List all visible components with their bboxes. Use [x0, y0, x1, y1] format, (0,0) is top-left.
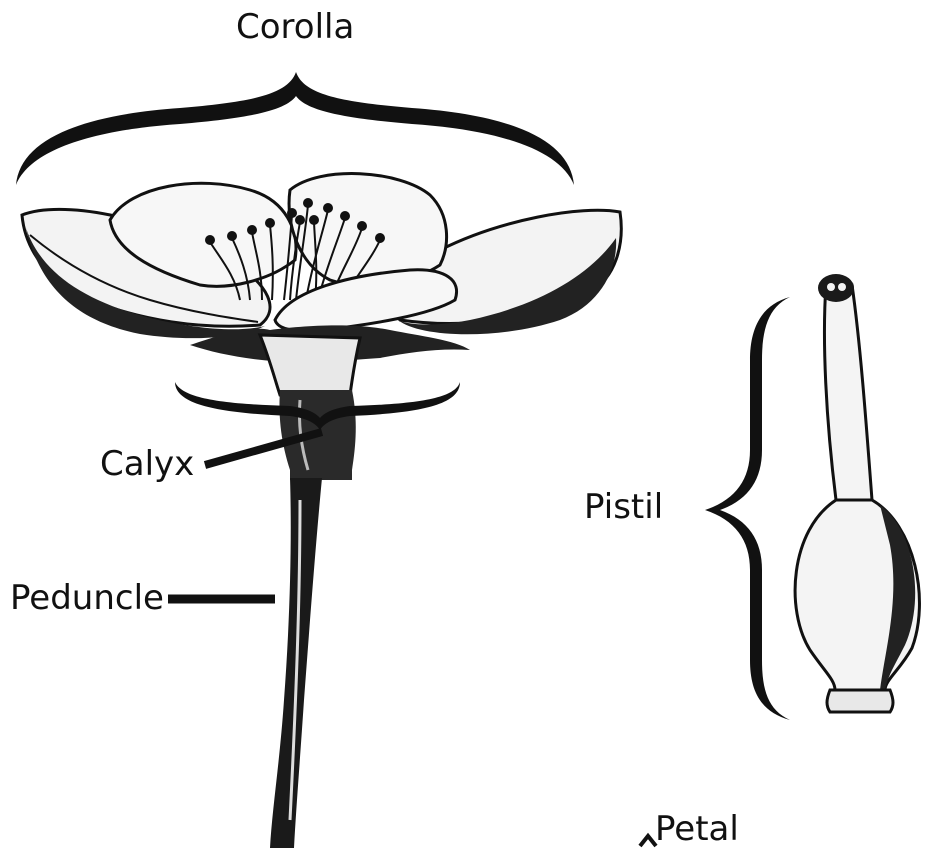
pistil-label: Pistil: [584, 490, 663, 524]
peduncle-label: Peduncle: [10, 581, 164, 615]
pistil-base: [827, 690, 893, 712]
corolla-label: Corolla: [236, 10, 354, 44]
pistil-brace: [705, 297, 790, 720]
petal-pointer: [640, 836, 656, 846]
calyx-label: Calyx: [100, 447, 194, 481]
pistil-style: [824, 285, 872, 500]
pistil-stigma: [818, 274, 854, 302]
flower-illustration: [22, 174, 621, 848]
petal-label: Petal: [655, 812, 739, 846]
corolla-brace: [16, 72, 574, 185]
pistil-illustration: [795, 274, 919, 712]
